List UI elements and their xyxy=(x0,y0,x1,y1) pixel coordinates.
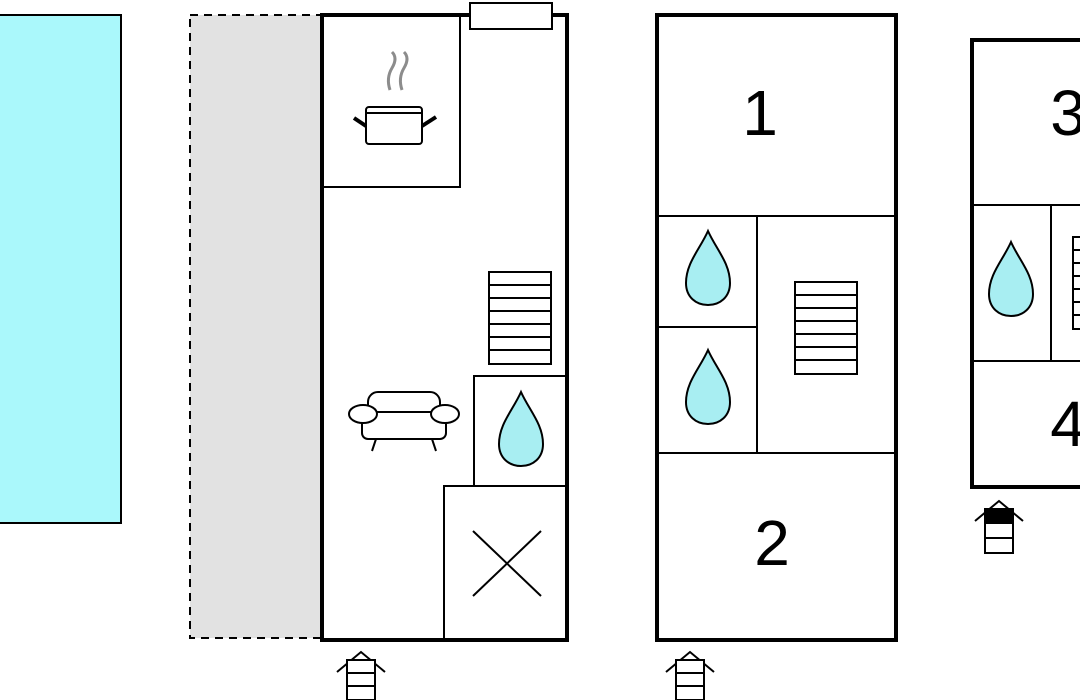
water-drop-icon xyxy=(685,349,731,425)
void-room xyxy=(443,485,568,641)
staircase-icon xyxy=(1072,236,1080,330)
house-entrance-icon xyxy=(665,651,715,700)
terrace xyxy=(189,14,323,639)
house-entrance-icon xyxy=(974,499,1024,554)
room-number-2: 2 xyxy=(754,507,790,579)
staircase-icon xyxy=(794,281,858,375)
kitchen-room xyxy=(321,14,461,188)
house-entrance-icon xyxy=(336,651,386,700)
water-drop-icon xyxy=(685,230,731,306)
second-floor: 3 4 xyxy=(970,38,1080,554)
staircase-icon xyxy=(488,271,552,365)
room-number-3: 3 xyxy=(1050,77,1080,149)
room-number-1: 1 xyxy=(742,77,778,149)
room-number-4: 4 xyxy=(1050,388,1080,460)
window xyxy=(469,2,553,30)
cross-icon xyxy=(472,530,542,597)
first-floor: 1 2 xyxy=(655,13,898,700)
water-drop-icon xyxy=(988,241,1034,317)
cooking-pot-icon xyxy=(352,50,438,145)
sofa-icon xyxy=(348,391,460,452)
ground-floor xyxy=(320,2,569,700)
pool xyxy=(0,14,122,524)
